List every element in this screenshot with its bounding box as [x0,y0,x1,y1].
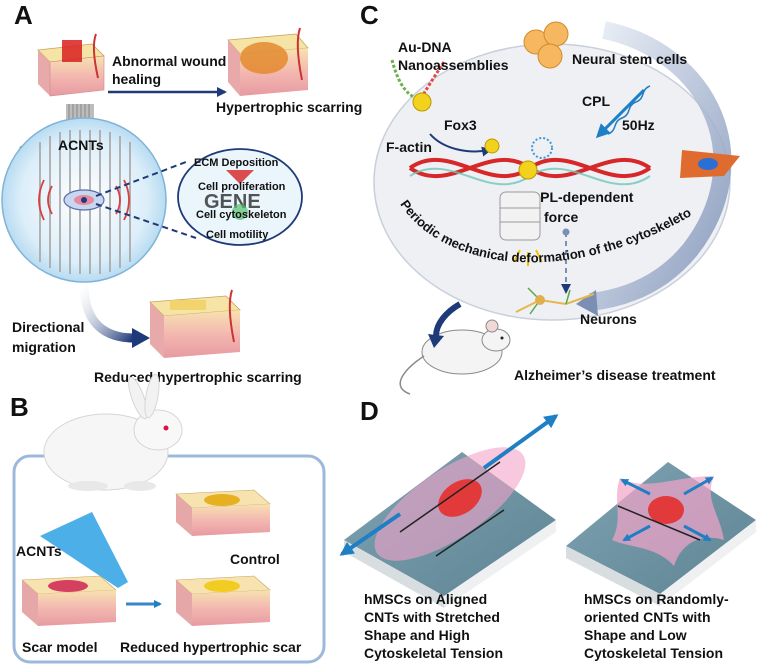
hypertrophic-scarring-label: Hypertrophic scarring [216,99,362,115]
panel-c-letter: C [360,0,379,30]
treatment-swoosh [433,301,462,337]
directional-label: Directional [12,319,84,335]
neurons-label: Neurons [580,311,637,327]
acnt-film [40,512,128,588]
alzheimers-label: Alzheimer’s disease treatment [514,367,716,383]
force-label: force [544,209,578,225]
panel-a-letter: A [14,0,33,30]
right-caption-2: oriented CNTs with [584,609,711,625]
random-cnt-plate [566,462,756,606]
factin-label: F-actin [386,139,432,155]
migration-arrow [79,283,135,343]
cpl-dependent-label: CPL-dependent [530,189,634,205]
factin-helix [408,137,652,186]
right-caption-1: hMSCs on Randomly- [584,591,729,607]
cpl-arrow [595,88,646,139]
neuron-illustration [515,287,595,315]
hypertrophic-skin-block [227,27,309,96]
fox3-label: Fox3 [444,117,477,133]
cell-ellipse [373,43,731,321]
scar-model-label: Scar model [22,639,97,655]
nsc-label: Neural stem cells [572,51,687,67]
fox3-arrow [429,133,492,157]
motility-label: Cell motility [206,229,269,241]
migration-label: migration [12,339,76,355]
left-caption-4: Cytoskeletal Tension [364,645,503,661]
right-caption-4: Cytoskeletal Tension [584,645,723,661]
audna-label-1: Au-DNA [398,39,452,55]
panel-d: D hMSCs on Aligned CNTs with Stretched S… [339,396,756,661]
random-tension-arrows [620,476,714,542]
panel-a: A Abnormal wound healing Hy [1,0,362,385]
panel-b: B ACNTs Control Sca [10,373,326,664]
proliferation-label: Cell proliferation [198,181,286,193]
differentiation-arc [588,21,732,311]
reduced-scar-label: Reduced hypertrophic scar [120,639,302,655]
aligned-cnt-plate [344,447,556,608]
reduced-scarring-label: Reduced hypertrophic scarring [94,369,302,385]
left-caption-3: Shape and High [364,627,470,643]
neural-cell-icon [680,150,740,178]
panel-d-letter: D [360,396,379,426]
gene-circle [177,148,303,246]
control-label: Control [230,551,280,567]
reduced-scarring-block [149,289,241,358]
panel-b-letter: B [10,392,29,422]
acnts-film-label: ACNTs [16,543,62,559]
scar-model-block [21,575,117,626]
audna-label-2: Nanoassemblies [398,57,509,73]
cpl-label: CPL [582,93,610,109]
left-caption-1: hMSCs on Aligned [364,591,487,607]
acnts-label: ACNTs [58,137,104,153]
ecm-label: ECM Deposition [194,157,279,169]
abnormal-wound-label: Abnormal wound [112,53,226,69]
wound-skin-block [37,33,105,122]
force-fist-icon [499,191,543,266]
neural-stem-cells [523,21,569,69]
hz-label: 50Hz [622,117,655,133]
mouse-illustration [399,319,511,395]
control-skin-block [175,489,271,536]
stretch-arrow-down [339,512,402,556]
reduced-scar-block [175,575,271,626]
healing-label: healing [112,71,161,87]
cytoskeleton-label: Cell cytoskeleton [196,209,287,221]
panel-b-frame [12,454,326,664]
rabbit-illustration [43,373,183,491]
audna-nanoassembly [390,59,446,112]
stretch-arrow-up [482,414,559,470]
left-caption-2: CNTs with Stretched [364,609,500,625]
right-caption-3: Shape and Low [584,627,687,643]
